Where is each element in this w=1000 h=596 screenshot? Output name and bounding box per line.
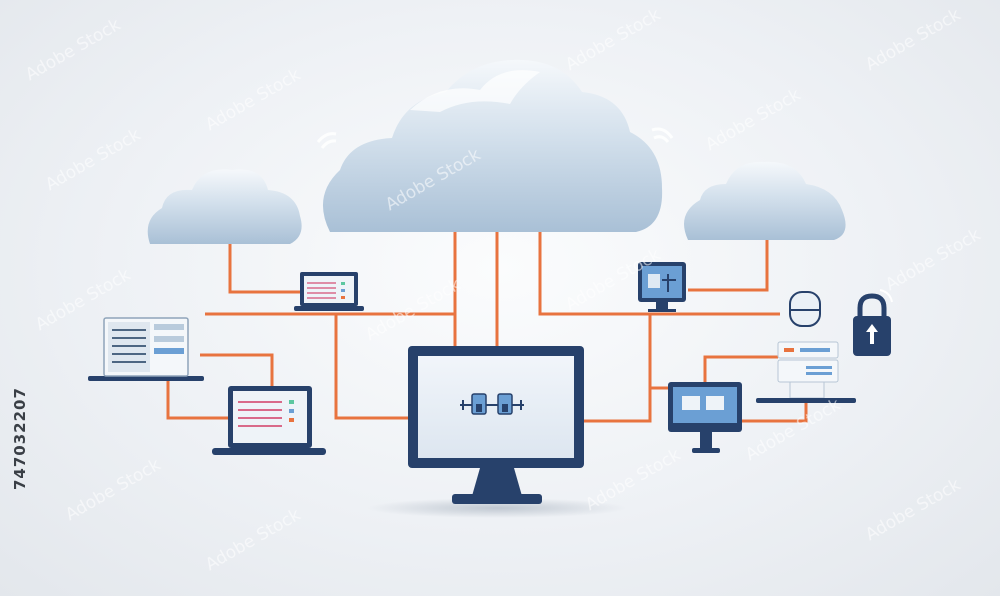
wifi-signal-icon — [651, 127, 674, 143]
cloud-icon — [322, 59, 663, 233]
connector-line — [200, 353, 274, 386]
cloud-icon — [684, 161, 846, 240]
tablet-icon — [638, 262, 686, 312]
desktop-monitor-icon — [367, 346, 627, 518]
monitor-icon — [668, 382, 742, 453]
connector-line — [166, 380, 228, 420]
stock-image-id: 747032207 — [11, 387, 29, 490]
connector-line — [205, 312, 457, 346]
connector-line — [334, 314, 410, 420]
connector-line — [583, 314, 652, 423]
laptop-icon — [294, 272, 364, 311]
connector-line — [688, 240, 769, 292]
connector-line — [538, 232, 780, 316]
connector-line — [703, 355, 778, 382]
server-icon — [88, 317, 204, 381]
lock-icon — [853, 289, 893, 356]
connector-lines — [166, 232, 808, 423]
network-node-icon — [460, 393, 524, 415]
connector-line — [742, 400, 808, 423]
connector-line — [228, 244, 300, 294]
cloud-icon — [147, 169, 302, 244]
server-icon — [756, 341, 856, 403]
laptop-icon — [212, 386, 326, 455]
router-icon — [789, 291, 821, 327]
wifi-signal-icon — [316, 132, 337, 149]
